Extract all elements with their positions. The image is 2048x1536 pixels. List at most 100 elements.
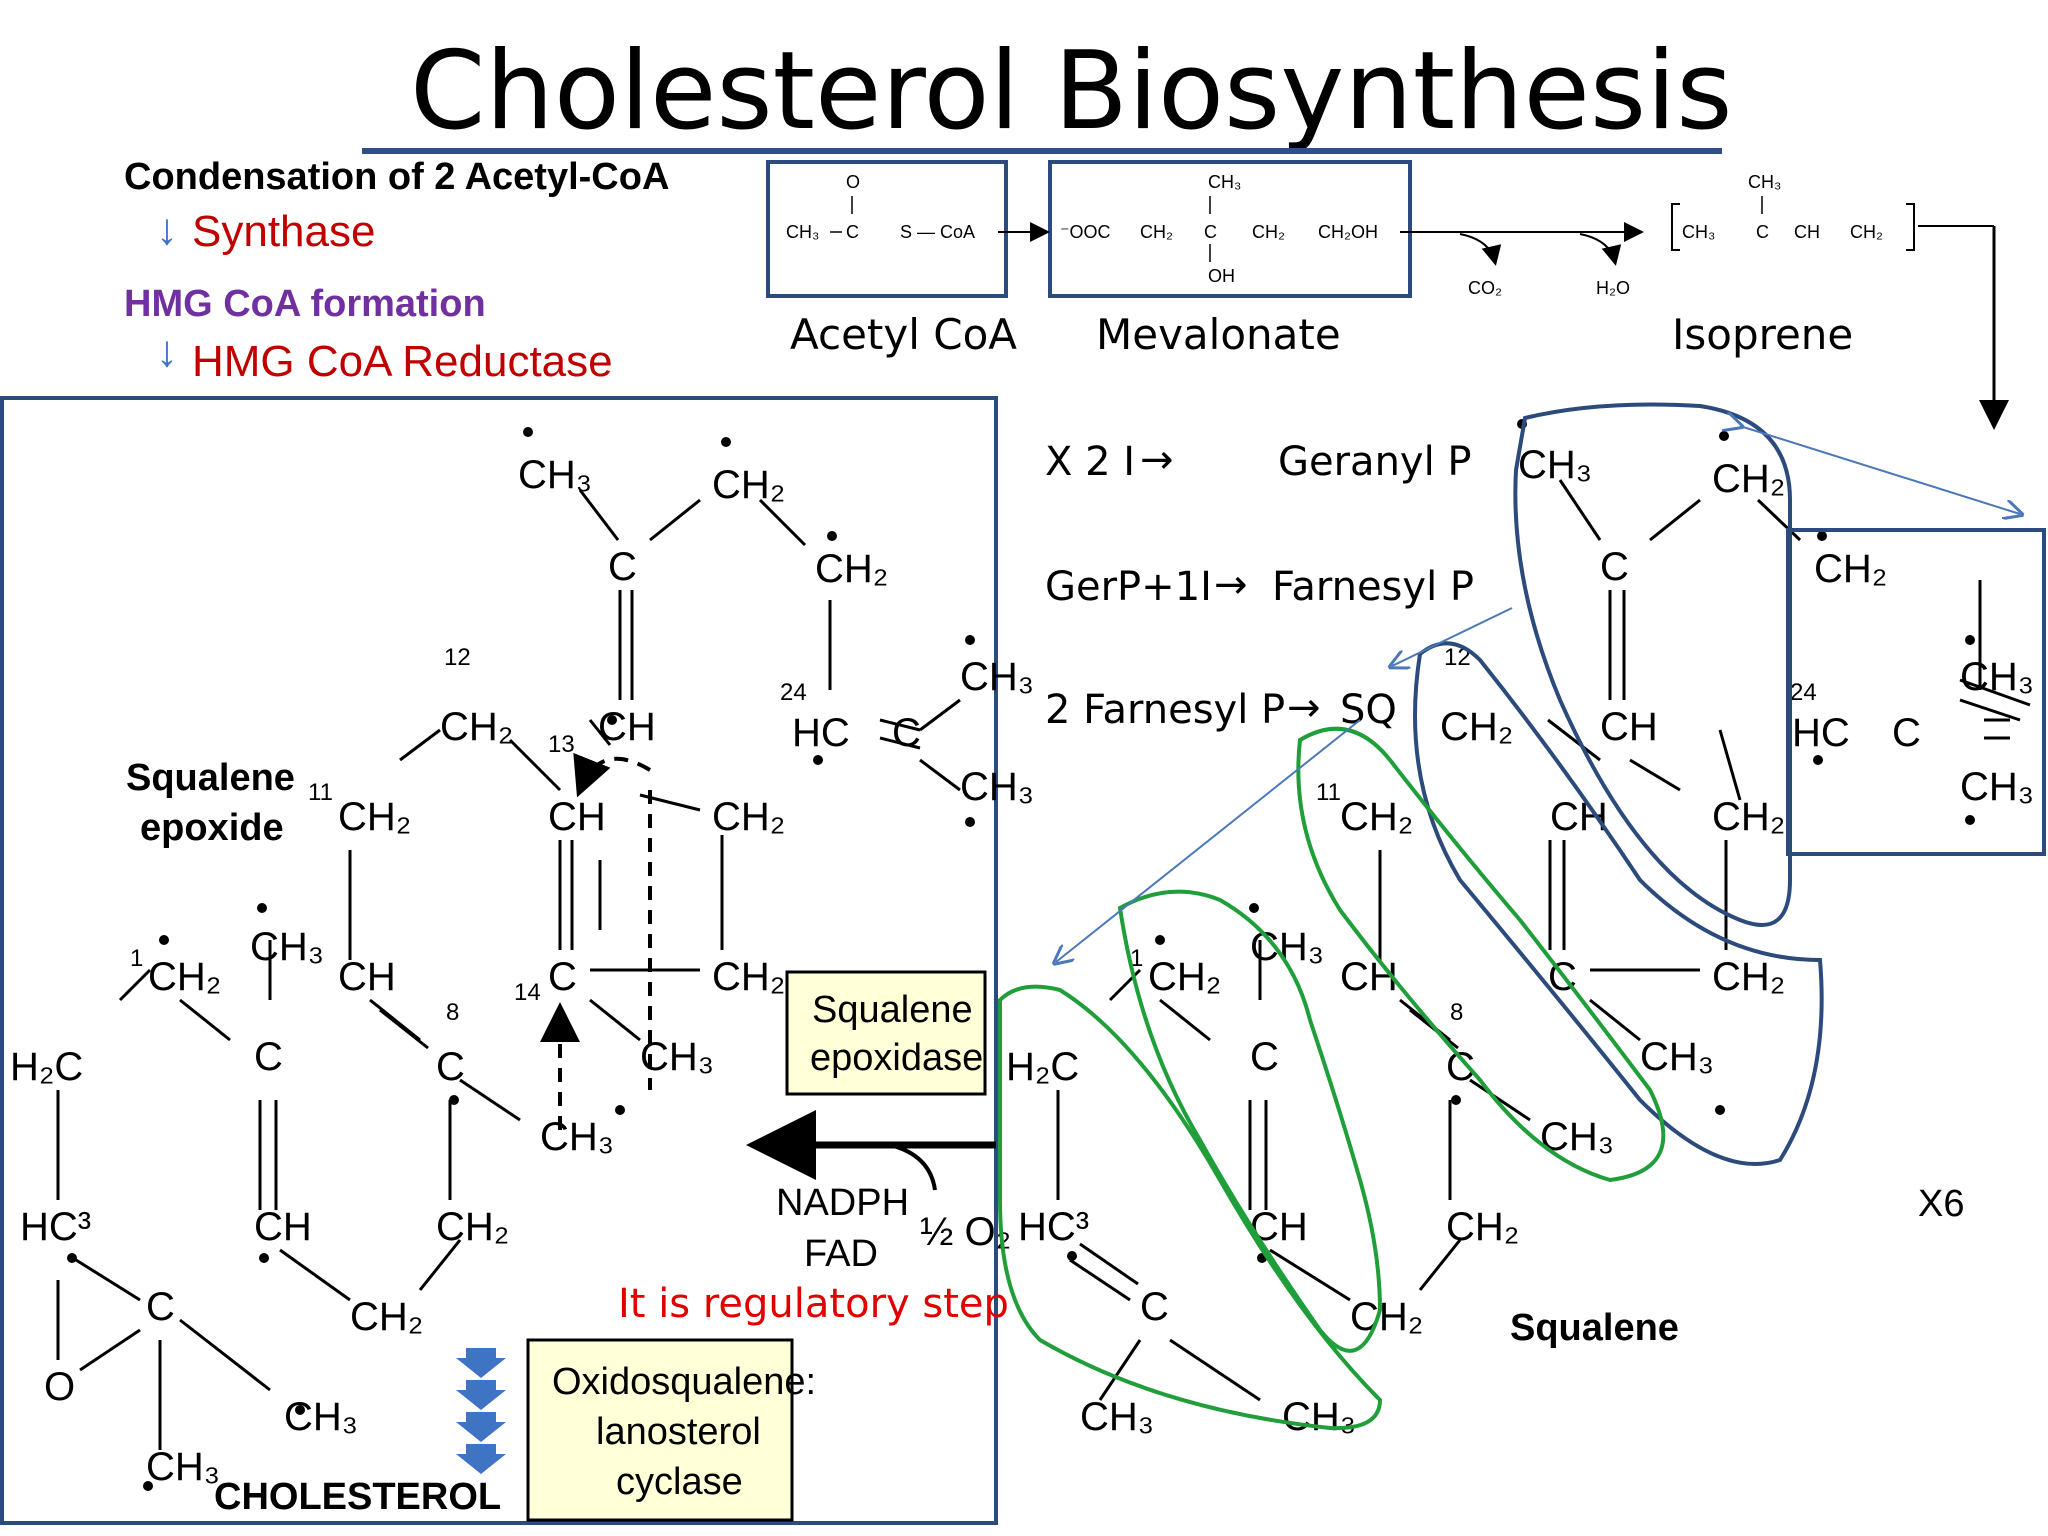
sq-h2c: H₂C <box>1006 1045 1079 1089</box>
meva-ch2oh: CH₂OH <box>1318 222 1378 242</box>
mevalonate-label: Mevalonate <box>1096 310 1341 359</box>
hmg-reductase-label: HMG CoA Reductase <box>192 337 613 386</box>
se-ch2-low: CH₂ <box>436 1205 509 1249</box>
cholesterol-label: CHOLESTEROL <box>214 1476 502 1518</box>
sq-ch3-m: CH₃ <box>1640 1035 1714 1079</box>
se-c-mid: C <box>254 1035 283 1079</box>
iso-ch: CH <box>1794 222 1820 242</box>
regulatory-note: It is regulatory step <box>618 1281 1009 1327</box>
down-arrow-icon: ↓ <box>156 205 178 254</box>
reaction-2-left: GerP+1I <box>1045 564 1212 610</box>
h2o: H₂O <box>1596 278 1630 298</box>
se-ch3-m: CH₃ <box>640 1035 714 1079</box>
se-n12: 12 <box>444 644 471 671</box>
meva-ch2: CH₂ <box>1140 222 1173 242</box>
acetyl-o: O <box>846 172 860 192</box>
epoxidase-step: Squalene epoxidase NADPH FAD ½ O₂ <box>746 970 1011 1275</box>
sq-ch2-11: CH₂ <box>1340 795 1413 839</box>
epoxidase-line-2: epoxidase <box>810 1037 983 1079</box>
epoxidase-line-1: Squalene <box>812 989 973 1031</box>
se-n14: 14 <box>514 979 541 1006</box>
se-ch3-top: CH₃ <box>518 453 592 497</box>
sq-c-2: C <box>1892 711 1921 755</box>
meva-ooc: ⁻OOC <box>1060 222 1111 242</box>
cyclase-line-2: lanosterol <box>596 1411 761 1453</box>
cyclase-line-1: Oxidosqualene: <box>552 1361 816 1403</box>
se-n24: 24 <box>780 679 807 706</box>
co2: CO₂ <box>1468 278 1502 298</box>
se-ch-2: CH <box>548 795 606 839</box>
sq-ch: CH <box>1600 705 1658 749</box>
se-ch-13: CH <box>598 705 656 749</box>
o2-label: ½ O₂ <box>920 1210 1011 1254</box>
se-ch2-12: CH₂ <box>440 705 513 749</box>
se-n1: 1 <box>130 945 143 972</box>
meva-oh: OH <box>1208 266 1235 286</box>
reaction-3-right: SQ <box>1340 687 1397 733</box>
condensation-step: Condensation of 2 Acetyl-CoA <box>124 156 670 198</box>
synthase-label: Synthase <box>192 207 376 256</box>
squalene-epoxide-box <box>0 396 998 1525</box>
reaction-1-left: X 2 I <box>1045 439 1136 485</box>
hmg-formation-step: HMG CoA formation <box>124 283 486 325</box>
squalene-epoxidase-box <box>785 970 987 1096</box>
sq-n11: 11 <box>1316 779 1341 806</box>
down-chevrons-icon <box>456 1348 506 1474</box>
sq-ch2-low: CH₂ <box>1446 1205 1519 1249</box>
se-ch2-bottom: CH₂ <box>350 1295 423 1339</box>
se-n11: 11 <box>308 779 333 806</box>
se-ch2-top: CH₂ <box>712 463 785 507</box>
fad-label: FAD <box>804 1233 878 1275</box>
se-ch3-b1: CH₃ <box>284 1395 358 1439</box>
acetyl-c: C <box>846 222 859 242</box>
cyclase-step: Oxidosqualene: lanosterol cyclase <box>456 1338 816 1522</box>
se-h2c: H₂C <box>10 1045 83 1089</box>
iso-ch2: CH₂ <box>1850 222 1883 242</box>
sq-c-1: C <box>1600 545 1629 589</box>
se-ch2-3: CH₂ <box>712 795 785 839</box>
se-ch2-4: CH₂ <box>712 955 785 999</box>
se-ch: CH <box>338 955 396 999</box>
se-c-2: C <box>892 711 921 755</box>
cyclase-line-3: cyclase <box>616 1461 743 1503</box>
isoprene-label: Isoprene <box>1672 310 1854 359</box>
sq-c-low: C <box>1140 1285 1169 1329</box>
down-arrow-icon: ↓ <box>156 327 178 376</box>
arrow-right-icon: → <box>1140 437 1174 483</box>
sq-ch2-1: CH₂ <box>1148 955 1221 999</box>
se-c-14: C <box>548 955 577 999</box>
sq-c-mid: C <box>1250 1035 1279 1079</box>
se-c-epox: C <box>146 1285 175 1329</box>
sq-ch2-3: CH₂ <box>1712 795 1785 839</box>
se-hc: HC <box>792 711 850 755</box>
squalene-epoxide-label-2: epoxide <box>140 807 284 849</box>
se-ch3-mid: CH₃ <box>250 925 324 969</box>
meva-ch3: CH₃ <box>1208 172 1241 192</box>
squalene-structure: CH₃ CH₂ C CH₂ CH₃ CH₃ HC C 24 CH CH₂ 12 … <box>1006 419 2034 1439</box>
sq-n24: 24 <box>1790 679 1817 706</box>
reaction-1-right: Geranyl P <box>1278 439 1472 485</box>
sq-hc: HC <box>1792 711 1850 755</box>
sq-ch3-b2: CH₃ <box>1282 1395 1356 1439</box>
sq-ch3-r2: CH₃ <box>1960 765 2034 809</box>
sq-hc3: HC³ <box>1018 1205 1089 1249</box>
sq-n8: 8 <box>1450 999 1463 1026</box>
title-underline <box>362 148 1722 154</box>
se-ch3-m2: CH₃ <box>540 1115 614 1159</box>
se-o: O <box>44 1365 75 1409</box>
se-c-1: C <box>608 545 637 589</box>
iso-top-ch3: CH₃ <box>1748 172 1781 192</box>
meva-c: C <box>1204 222 1217 242</box>
se-ch2-2: CH₂ <box>815 547 888 591</box>
se-ch2-11: CH₂ <box>338 795 411 839</box>
slide-title: Cholesterol Biosynthesis <box>410 29 1733 154</box>
sq-ch3-r1: CH₃ <box>1960 655 2034 699</box>
se-n8: 8 <box>446 999 459 1026</box>
arrow-right-icon: → <box>1214 562 1248 608</box>
mevalonate-box <box>1048 160 1412 298</box>
sq-ch2-2: CH₂ <box>1814 547 1887 591</box>
sq-ch3-top: CH₃ <box>1518 443 1592 487</box>
se-n13: 13 <box>548 731 575 758</box>
